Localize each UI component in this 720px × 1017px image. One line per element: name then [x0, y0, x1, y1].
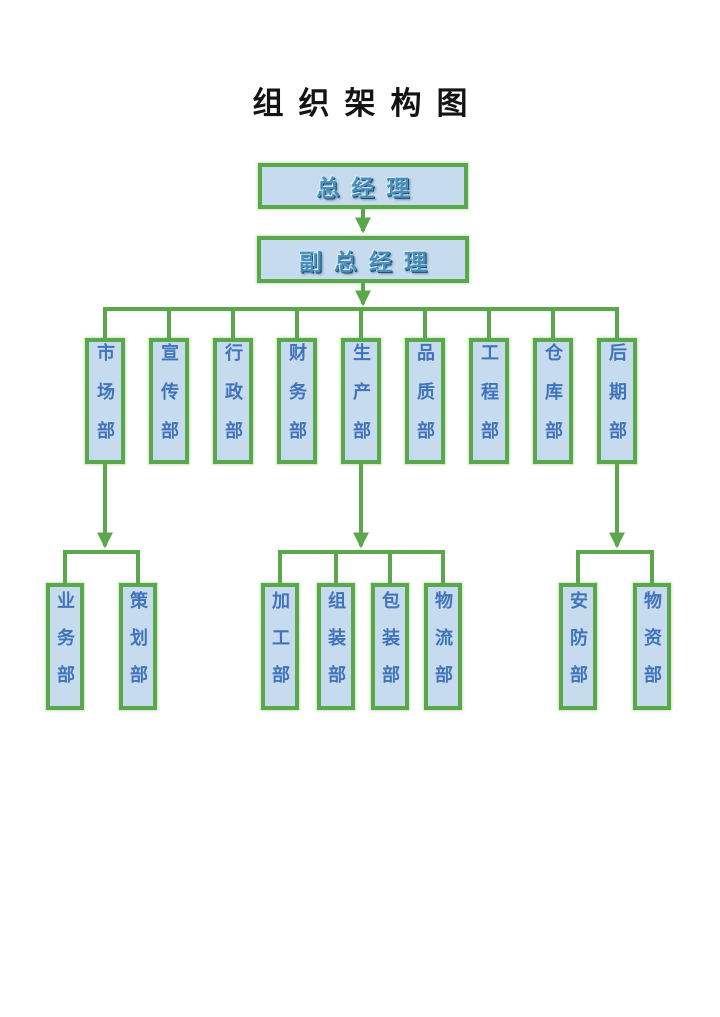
node-dept-administration: 行政部 — [213, 338, 253, 464]
node-dept-planning-label: 策划部 — [128, 591, 148, 702]
node-dept-engineering: 工程部 — [469, 338, 509, 464]
node-dept-materials: 物资部 — [633, 583, 671, 710]
node-dept-processing: 加工部 — [261, 583, 299, 710]
node-dept-post-stage-label: 后期部 — [607, 342, 627, 460]
node-dept-materials-label: 物资部 — [642, 591, 662, 702]
node-dept-marketing-label: 市场部 — [95, 342, 115, 460]
node-dept-publicity: 宣传部 — [149, 338, 189, 464]
node-dept-production-label: 生产部 — [351, 342, 371, 460]
node-dept-processing-label: 加工部 — [270, 591, 290, 702]
node-dept-quality: 品质部 — [405, 338, 445, 464]
node-dept-publicity-label: 宣传部 — [159, 342, 179, 460]
node-dept-packaging-label: 包装部 — [380, 591, 400, 702]
node-dept-assembly-label: 组装部 — [326, 591, 346, 702]
node-dept-security: 安防部 — [559, 583, 597, 710]
page-title: 组织架构图 — [252, 86, 483, 121]
node-dept-finance: 财务部 — [277, 338, 317, 464]
node-dept-production: 生产部 — [341, 338, 381, 464]
node-dept-warehouse-label: 仓库部 — [543, 342, 563, 460]
node-dept-marketing: 市场部 — [85, 338, 125, 464]
node-dept-logistics-label: 物流部 — [433, 591, 453, 702]
node-dept-packaging: 包装部 — [371, 583, 409, 710]
node-dept-business: 业务部 — [46, 583, 84, 710]
node-dept-warehouse: 仓库部 — [533, 338, 573, 464]
node-general-manager-label: 总经理 — [316, 175, 422, 201]
node-deputy-general-manager: 副总经理 — [257, 236, 469, 283]
node-dept-administration-label: 行政部 — [223, 342, 243, 460]
node-deputy-general-manager-label: 副总经理 — [299, 248, 439, 275]
node-dept-planning: 策划部 — [119, 583, 157, 710]
node-dept-finance-label: 财务部 — [287, 342, 307, 460]
node-dept-security-label: 安防部 — [568, 591, 588, 702]
node-dept-assembly: 组装部 — [317, 583, 355, 710]
node-dept-post-stage: 后期部 — [597, 338, 637, 464]
node-dept-engineering-label: 工程部 — [479, 342, 499, 460]
node-dept-business-label: 业务部 — [55, 591, 75, 702]
node-general-manager: 总经理 — [258, 163, 468, 209]
node-dept-logistics: 物流部 — [424, 583, 462, 710]
node-dept-quality-label: 品质部 — [415, 342, 435, 460]
